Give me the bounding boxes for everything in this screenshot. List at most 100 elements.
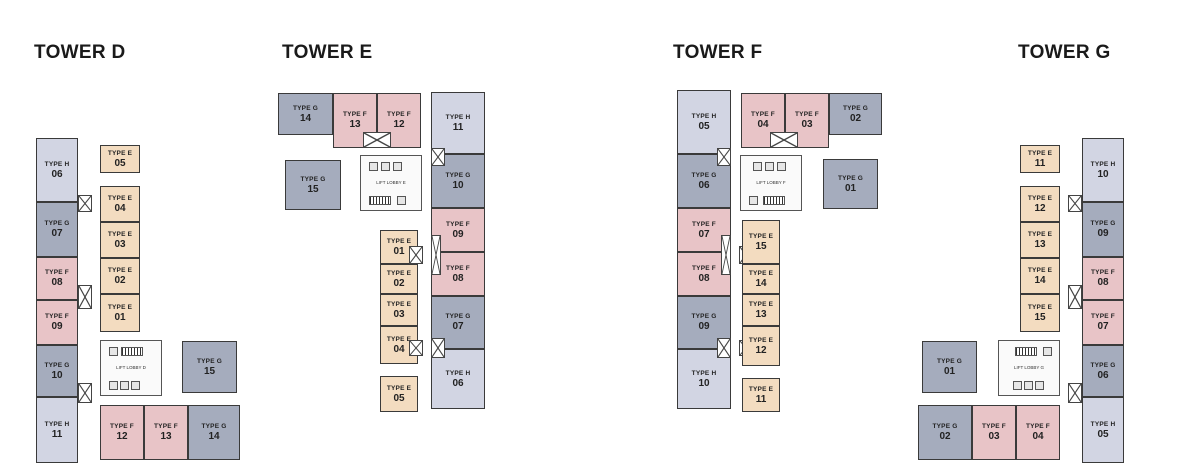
unit-number: 06 (51, 168, 63, 180)
unit-type: TYPE E (107, 266, 133, 274)
unit-type: TYPE G (691, 171, 717, 179)
unit-type: TYPE G (196, 357, 223, 365)
unit-number: 01 (943, 365, 956, 377)
unit-type: TYPE E (107, 303, 133, 311)
unit-number: 12 (755, 344, 767, 356)
unit-number: 10 (51, 369, 63, 381)
unit-type: TYPE F (110, 423, 134, 430)
unit-type: TYPE E (1027, 230, 1053, 238)
unit-number: 12 (1034, 202, 1046, 214)
unit-number: 11 (452, 121, 464, 133)
unit-number: 12 (393, 119, 405, 130)
unit-number: 06 (452, 377, 464, 389)
unit-type: TYPE E (748, 232, 774, 240)
unit-type: TYPE G (445, 171, 471, 179)
unit-type: TYPE G (300, 175, 326, 183)
unit-number: 07 (51, 228, 63, 239)
unit-type: TYPE H (44, 420, 70, 428)
unit-number: 10 (1097, 168, 1109, 180)
unit-type: TYPE F (795, 111, 819, 118)
unit-number: 10 (698, 377, 710, 389)
lift-lobby-core: LIFT LOBBY E (360, 155, 422, 211)
unit-number: 08 (1097, 277, 1109, 288)
unit-type: TYPE H (44, 160, 70, 168)
unit-number: 05 (1097, 428, 1109, 440)
unit-type: TYPE E (386, 237, 412, 245)
unit-number: 06 (698, 179, 710, 191)
void-shaft (721, 235, 731, 275)
unit-number: 05 (114, 157, 126, 169)
unit-type: TYPE G (292, 104, 319, 112)
void-shaft (1068, 195, 1082, 212)
lift-lobby-label: LIFT LOBBY E (376, 180, 406, 185)
unit-number: 02 (393, 277, 405, 289)
unit-type: TYPE H (445, 369, 471, 377)
unit-number: 12 (116, 431, 128, 442)
unit-type: TYPE G (44, 220, 70, 227)
unit-type: TYPE F (387, 111, 411, 118)
unit-number: 15 (203, 365, 216, 377)
unit-type: TYPE E (107, 230, 133, 238)
unit-number: 08 (51, 277, 63, 288)
unit-number: 07 (698, 228, 710, 240)
unit-type: TYPE E (748, 269, 774, 277)
unit-number: 11 (1034, 157, 1046, 169)
unit-type: TYPE G (842, 104, 869, 112)
unit-number: 13 (755, 308, 767, 320)
unit-type: TYPE E (386, 384, 412, 392)
unit-type: TYPE H (1090, 160, 1116, 168)
unit-type: TYPE F (446, 264, 470, 272)
